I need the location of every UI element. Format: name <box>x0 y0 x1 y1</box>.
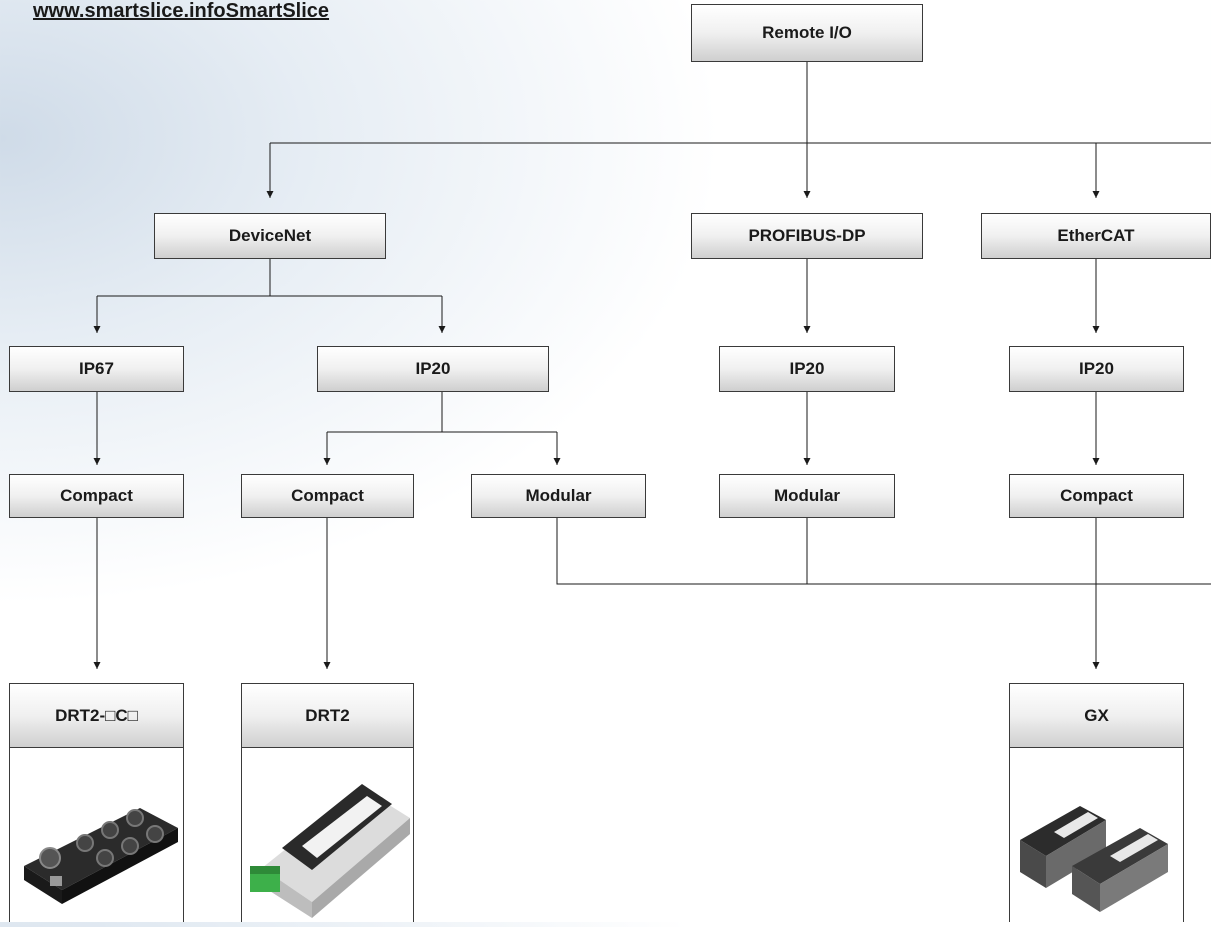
node-ip20-compact: Compact <box>241 474 414 518</box>
product-gx-header: GX <box>1009 683 1184 748</box>
website-link[interactable]: www.smartslice.infoSmartSlice <box>33 0 330 22</box>
node-devicenet: DeviceNet <box>154 213 386 259</box>
gx-device-image <box>1020 806 1168 912</box>
product-drt2-c-header: DRT2-□C□ <box>9 683 184 748</box>
product-gx-frame <box>1009 748 1184 922</box>
node-profibus-dp: PROFIBUS-DP <box>691 213 923 259</box>
drt2-device-image <box>250 784 410 918</box>
product-drt2-frame <box>241 748 414 922</box>
node-devicenet-ip20: IP20 <box>317 346 549 392</box>
node-ip67-compact: Compact <box>9 474 184 518</box>
node-ip20-modular: Modular <box>471 474 646 518</box>
drt2-c-device-image <box>24 808 178 904</box>
node-profibus-modular: Modular <box>719 474 895 518</box>
product-drt2-header: DRT2 <box>241 683 414 748</box>
node-ip67: IP67 <box>9 346 184 392</box>
node-remote-io: Remote I/O <box>691 4 923 62</box>
product-drt2-c-frame <box>9 748 184 922</box>
connector <box>556 518 1211 585</box>
node-ethercat-compact: Compact <box>1009 474 1184 518</box>
node-profibus-ip20: IP20 <box>719 346 895 392</box>
node-ethercat: EtherCAT <box>981 213 1211 259</box>
node-ethercat-ip20: IP20 <box>1009 346 1184 392</box>
